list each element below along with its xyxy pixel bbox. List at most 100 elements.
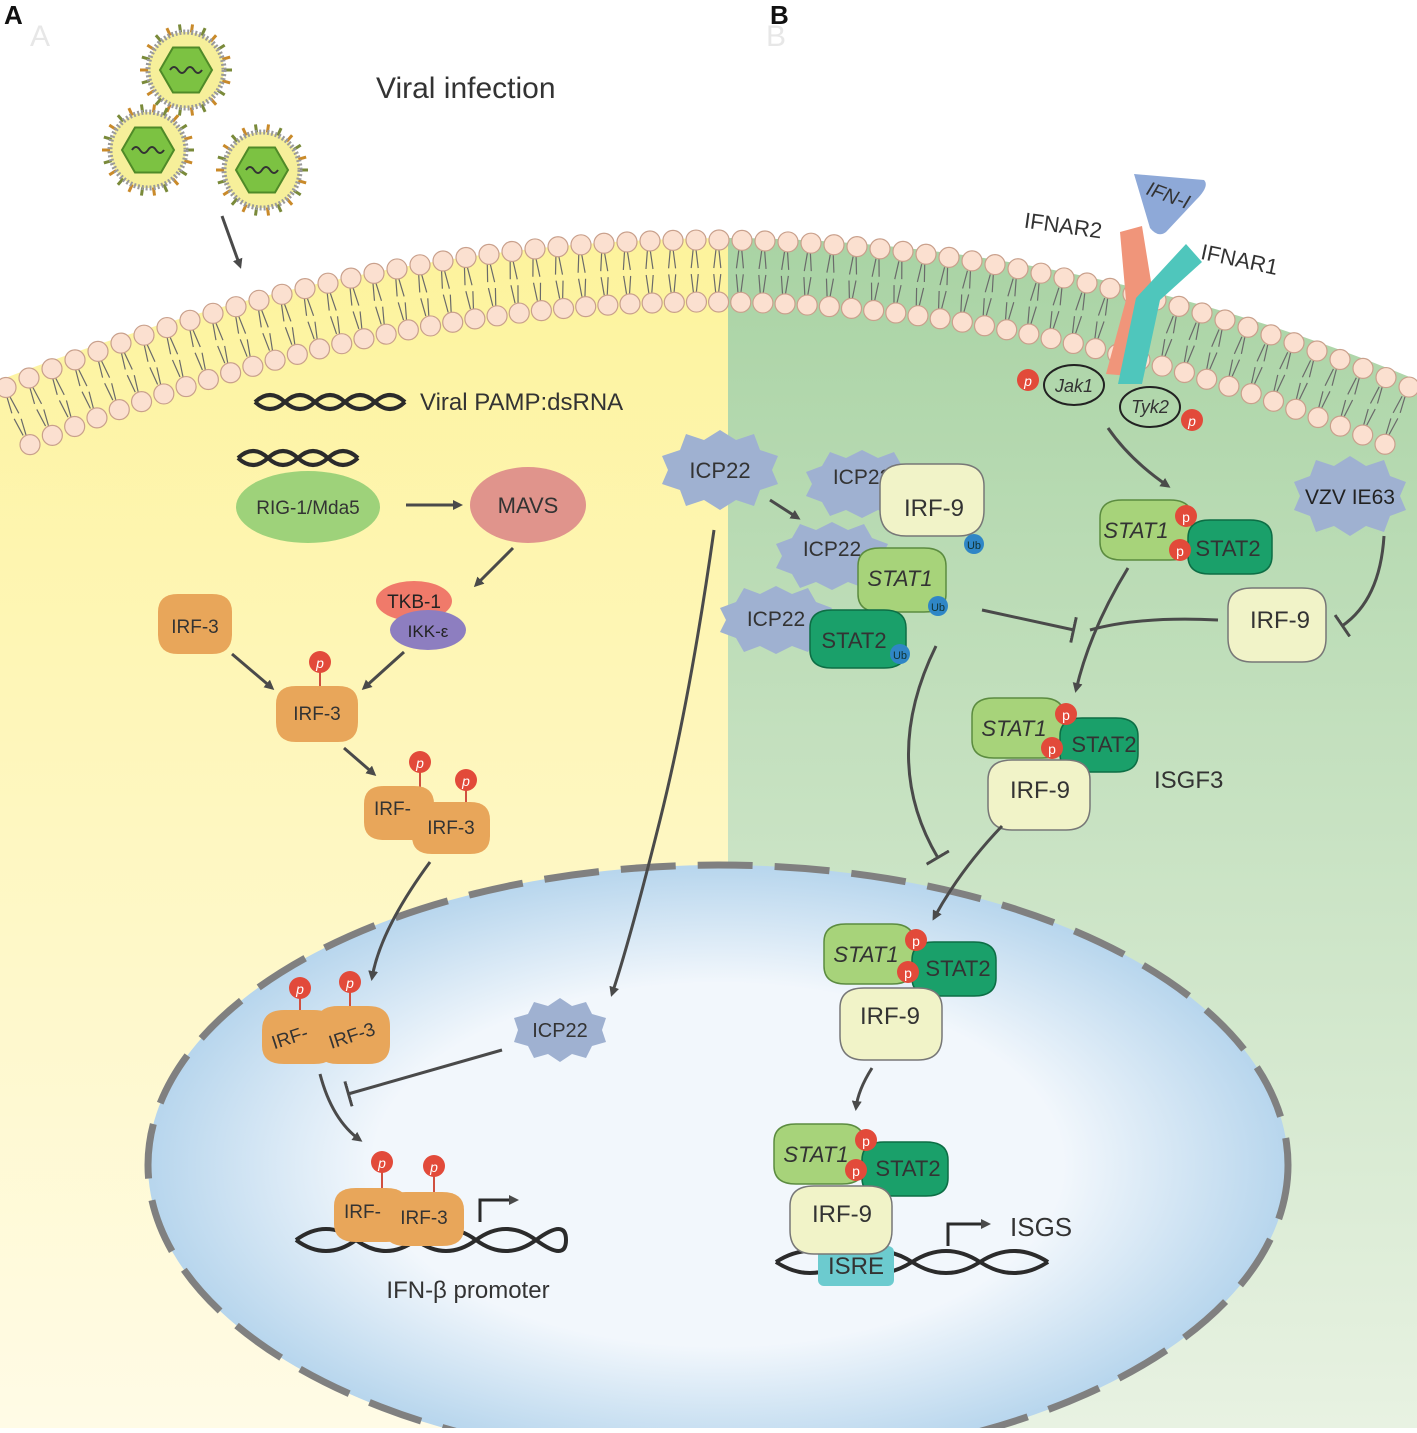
lipid-head bbox=[1040, 327, 1062, 350]
svg-text:IRF-3: IRF-3 bbox=[293, 704, 341, 725]
svg-text:IRF-: IRF- bbox=[344, 1202, 381, 1223]
irf3-phospho-arrow bbox=[231, 652, 275, 690]
lipid-head bbox=[363, 262, 385, 284]
lipid-head bbox=[248, 289, 270, 311]
lipid-head bbox=[175, 375, 197, 398]
lipid-head bbox=[1062, 332, 1084, 355]
lipid-head bbox=[375, 323, 397, 345]
lipid-head bbox=[1084, 338, 1107, 360]
svg-text:STAT1: STAT1 bbox=[833, 942, 898, 967]
lipid-head bbox=[1398, 376, 1417, 398]
lipid-head bbox=[294, 277, 316, 300]
lipid-head bbox=[86, 407, 108, 429]
ikk-epsilon bbox=[390, 610, 466, 650]
lipid-head bbox=[597, 294, 619, 316]
panel-a-label: A bbox=[4, 0, 23, 30]
lipid-head bbox=[1196, 368, 1218, 390]
lipid-head bbox=[731, 229, 753, 251]
lipid-head bbox=[774, 293, 796, 315]
kinase-to-irf3-arrow bbox=[361, 650, 406, 691]
lipid-head bbox=[386, 258, 408, 280]
icp22-stat2: ICP22 STAT2 Ub bbox=[720, 586, 910, 669]
lipid-head bbox=[840, 297, 863, 319]
panel-a-ghost-label: A bbox=[30, 20, 50, 53]
lipid-head bbox=[1030, 262, 1052, 284]
svg-text:p: p bbox=[1176, 543, 1184, 559]
tkb1-label: TKB-1 bbox=[387, 592, 441, 613]
svg-text:p: p bbox=[345, 975, 354, 991]
lipid-head bbox=[64, 415, 86, 438]
svg-text:Ub: Ub bbox=[967, 540, 981, 552]
ifn-beta-promoter-label: IFN-β promoter bbox=[386, 1277, 549, 1304]
irf3-nuclear-import-arrow bbox=[368, 861, 432, 981]
lipid-head bbox=[984, 254, 1006, 276]
lipid-head bbox=[442, 311, 464, 333]
lipid-head bbox=[409, 254, 431, 276]
lipid-head bbox=[41, 424, 63, 447]
lipid-head bbox=[593, 232, 615, 254]
svg-text:p: p bbox=[852, 1163, 860, 1179]
isgf3-label: ISGF3 bbox=[1154, 767, 1223, 794]
irf3-to-promoter-arrow bbox=[318, 1073, 363, 1142]
lipid-head bbox=[64, 349, 86, 371]
lipid-head bbox=[616, 231, 638, 253]
lipid-head bbox=[202, 302, 224, 324]
svg-text:STAT2: STAT2 bbox=[1071, 732, 1136, 757]
lipid-head bbox=[730, 291, 752, 313]
vzv-inhibits-irf9-bar bbox=[1333, 535, 1386, 638]
svg-text:IRF-3: IRF-3 bbox=[427, 818, 475, 839]
lipid-head bbox=[1099, 277, 1121, 299]
svg-text:STAT2: STAT2 bbox=[875, 1156, 940, 1181]
ifnar1-label: IFNAR1 bbox=[1199, 239, 1281, 280]
irf3-dimer-nucleus: p p IRF- IRF-3 bbox=[262, 971, 390, 1064]
virus-particles bbox=[102, 24, 308, 216]
lipid-head bbox=[1285, 398, 1307, 420]
lipid-head bbox=[225, 296, 247, 318]
isgf3-nuclear-import-arrow bbox=[932, 824, 1004, 921]
lipid-head bbox=[818, 295, 840, 318]
lipid-head bbox=[264, 349, 286, 371]
lipid-head bbox=[530, 300, 552, 322]
lipid-head bbox=[41, 358, 63, 380]
svg-text:p: p bbox=[1048, 741, 1056, 757]
icp22-to-targets-arrow bbox=[769, 498, 801, 520]
lipid-head bbox=[19, 434, 41, 456]
lipid-head bbox=[800, 232, 822, 254]
lipid-head bbox=[464, 308, 486, 330]
svg-text:p: p bbox=[415, 755, 424, 771]
lipid-head bbox=[1352, 424, 1374, 446]
svg-text:IRF-3: IRF-3 bbox=[400, 1208, 448, 1229]
isgf3-nucleus: STAT1 STAT2 p p IRF-9 bbox=[823, 923, 997, 1061]
svg-text:IRF-9: IRF-9 bbox=[860, 1003, 920, 1030]
icp22-inhibits-nuclear-import-bar bbox=[907, 645, 950, 866]
lipid-head bbox=[1218, 375, 1240, 397]
transcription-arrow-a bbox=[478, 1195, 519, 1222]
svg-text:p: p bbox=[1187, 413, 1196, 429]
lipid-head bbox=[308, 338, 331, 360]
lipid-head bbox=[869, 238, 891, 260]
viral-pamp-label: Viral PAMP:dsRNA bbox=[420, 389, 623, 416]
lipid-head bbox=[156, 316, 178, 339]
lipid-head bbox=[1191, 302, 1213, 324]
lipid-head bbox=[1329, 348, 1351, 371]
lipid-head bbox=[1076, 272, 1098, 294]
lipid-head bbox=[685, 291, 708, 313]
lipid-head bbox=[662, 229, 684, 251]
svg-text:STAT1: STAT1 bbox=[981, 716, 1046, 741]
irf9-to-isgf3-line bbox=[1089, 617, 1219, 632]
lipid-head bbox=[242, 355, 264, 377]
lipid-head bbox=[639, 230, 661, 252]
lipid-head bbox=[110, 332, 132, 354]
svg-text:VZV IE63: VZV IE63 bbox=[1305, 486, 1395, 509]
irf3-free: IRF-3 bbox=[158, 594, 232, 654]
ifn-i-ligand: IFN-I bbox=[1134, 174, 1206, 235]
viral-infection-label: Viral infection bbox=[376, 72, 556, 105]
svg-text:IRF-9: IRF-9 bbox=[904, 495, 964, 522]
infection-arrow bbox=[220, 215, 243, 269]
svg-text:STAT2: STAT2 bbox=[1195, 536, 1260, 561]
lipid-head bbox=[108, 398, 130, 421]
lipid-head bbox=[1306, 340, 1328, 362]
lipid-head bbox=[938, 246, 960, 268]
svg-text:IRF-: IRF- bbox=[374, 799, 411, 820]
svg-text:p: p bbox=[862, 1133, 870, 1149]
